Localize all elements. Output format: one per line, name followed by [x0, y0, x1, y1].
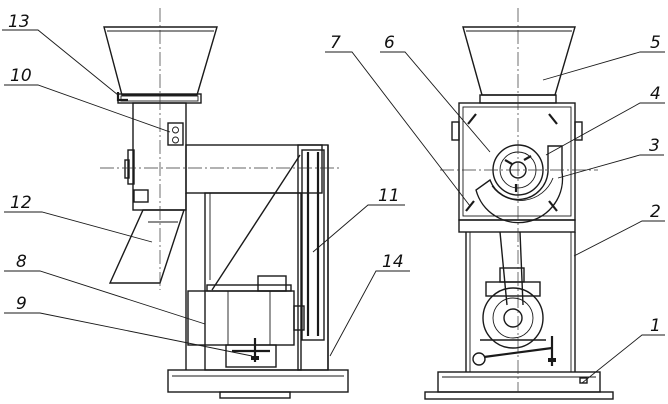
front-belt	[499, 231, 525, 306]
front-hopper	[462, 26, 576, 104]
callout-8: 8	[16, 252, 27, 272]
side-output-chute	[108, 209, 185, 284]
callout-3: 3	[649, 136, 660, 156]
callout-13: 13	[8, 12, 30, 32]
callout-5: 5	[650, 33, 661, 53]
callout-11: 11	[378, 186, 400, 206]
leader-lines	[2, 29, 665, 384]
callout-10: 10	[10, 66, 32, 86]
side-view	[100, 8, 349, 399]
callout-7: 7	[330, 33, 341, 53]
front-view	[424, 8, 614, 400]
callout-1: 1	[650, 316, 661, 336]
callout-9: 9	[16, 294, 27, 314]
side-hopper	[103, 26, 218, 104]
callout-2: 2	[650, 202, 661, 222]
side-main-frame	[185, 144, 329, 371]
callout-6: 6	[384, 33, 395, 53]
front-base	[424, 371, 614, 400]
front-motor	[472, 281, 556, 366]
callout-12: 12	[10, 193, 32, 213]
callout-14: 14	[382, 252, 404, 272]
front-rotor	[475, 144, 564, 224]
front-lower-frame	[458, 219, 576, 372]
side-motor	[187, 275, 305, 368]
side-base	[167, 369, 349, 399]
callout-4: 4	[650, 84, 661, 104]
callouts: 13 10 12 8 9 11 14 7 6 5 4 3 2 1	[8, 12, 661, 336]
